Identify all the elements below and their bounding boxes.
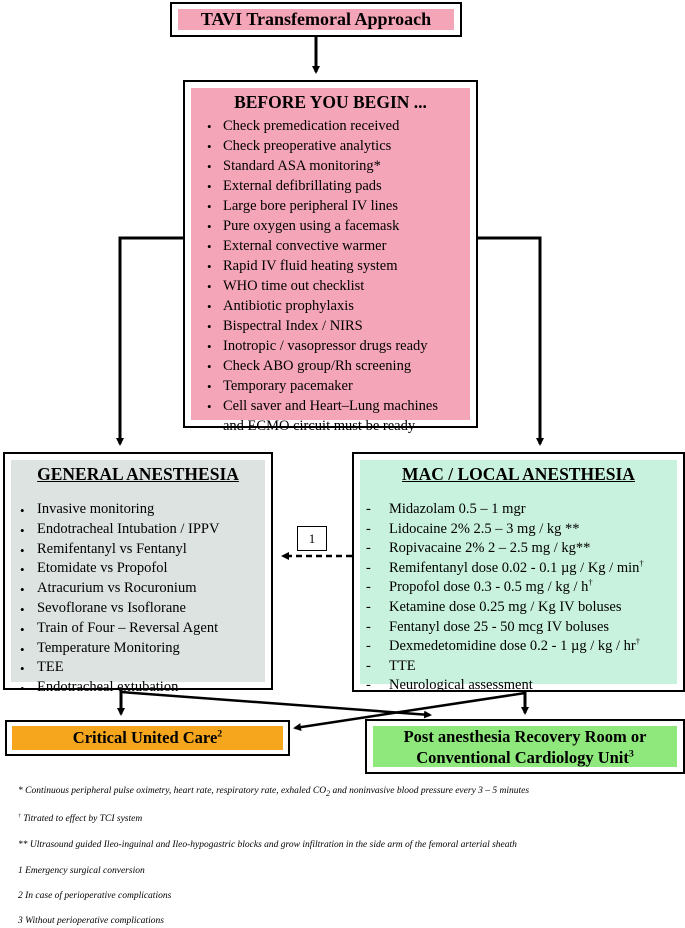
checklist-item: Check ABO group/Rh screening bbox=[203, 356, 438, 377]
checklist-item: Check preoperative analytics bbox=[203, 136, 438, 157]
critical-care-text: Critical United Care bbox=[72, 728, 218, 747]
conversion-label-box: 1 bbox=[297, 526, 327, 551]
before-you-begin-list: Check premedication receivedCheck preope… bbox=[203, 116, 438, 436]
footnote-asterisk-text: * Continuous peripheral pulse oximetry, … bbox=[18, 786, 327, 796]
footnote-asterisk-sub: 2 bbox=[326, 788, 331, 798]
checklist-item: Inotropic / vasopressor drugs ready bbox=[203, 336, 438, 357]
footnote-double-asterisk: ** Ultrasound guided Ileo-inguinal and I… bbox=[18, 840, 517, 850]
checklist-item: Large bore peripheral IV lines bbox=[203, 196, 438, 217]
footnote-asterisk-tail: and noninvasive blood pressure every 3 –… bbox=[330, 786, 530, 796]
general-anesthesia-item: Endotracheal extubation bbox=[17, 678, 219, 699]
checklist-item: Temporary pacemaker bbox=[203, 376, 438, 397]
general-anesthesia-item: TEE bbox=[17, 658, 219, 679]
mac-anesthesia-box: MAC / LOCAL ANESTHESIA Midazolam 0.5 – 1… bbox=[352, 452, 685, 696]
checklist-item: Standard ASA monitoring* bbox=[203, 156, 438, 177]
recovery-room-box: Post anesthesia Recovery Room or Convent… bbox=[365, 719, 685, 774]
general-anesthesia-item: Endotracheal Intubation / IPPV bbox=[17, 520, 219, 541]
footnote-asterisk: * Continuous peripheral pulse oximetry, … bbox=[18, 786, 529, 798]
mac-anesthesia-heading: MAC / LOCAL ANESTHESIA bbox=[402, 464, 635, 484]
checklist-item: Bispectral Index / NIRS bbox=[203, 316, 438, 337]
before-you-begin-fill: BEFORE YOU BEGIN ... Check premedication… bbox=[191, 88, 470, 434]
general-anesthesia-item: Remifentanyl vs Fentanyl bbox=[17, 540, 219, 561]
mac-anesthesia-item-sup: † bbox=[588, 577, 593, 588]
recovery-room-fill: Post anesthesia Recovery Room or Convent… bbox=[373, 726, 677, 767]
mac-anesthesia-item: TTE bbox=[364, 657, 644, 677]
arrow-begin-to-mac bbox=[478, 236, 544, 446]
general-anesthesia-item: Etomidate vs Propofol bbox=[17, 559, 219, 580]
recovery-sup: 3 bbox=[628, 748, 634, 759]
mac-anesthesia-item: Lidocaine 2% 2.5 – 3 mg / kg ** bbox=[364, 520, 644, 540]
checklist-item: Pure oxygen using a facemask bbox=[203, 216, 438, 237]
checklist-item: Cell saver and Heart–Lung machines bbox=[203, 396, 438, 417]
checklist-item: Check premedication received bbox=[203, 116, 438, 137]
mac-anesthesia-item-text: Propofol dose 0.3 - 0.5 mg / kg / h bbox=[389, 579, 589, 596]
mac-anesthesia-item-text: Midazolam 0.5 – 1 mgr bbox=[389, 501, 526, 517]
general-anesthesia-fill: GENERAL ANESTHESIA Invasive monitoringEn… bbox=[11, 460, 265, 699]
mac-anesthesia-item-sup: † bbox=[635, 636, 641, 647]
diagram-title: TAVI Transfemoral Approach bbox=[200, 9, 432, 29]
checklist-item: Antibiotic prophylaxis bbox=[203, 296, 438, 317]
mac-anesthesia-item-text: Fentanyl dose 25 - 50 mcg IV boluses bbox=[389, 618, 610, 635]
mac-anesthesia-item-text: Ketamine dose 0.25 mg / Kg IV boluses bbox=[389, 598, 622, 615]
mac-anesthesia-fill: MAC / LOCAL ANESTHESIA Midazolam 0.5 – 1… bbox=[360, 460, 677, 696]
mac-anesthesia-item-text: Ropivacaine 2% 2 – 2.5 mg / kg** bbox=[389, 540, 591, 557]
checklist-item: and ECMO circuit must be ready bbox=[223, 418, 416, 434]
arrow-mac-to-critical bbox=[293, 691, 526, 732]
general-anesthesia-heading: GENERAL ANESTHESIA bbox=[37, 464, 239, 484]
arrow-begin-to-general bbox=[116, 236, 183, 446]
footnote-dagger: † Titrated to effect by TCI system bbox=[18, 812, 143, 824]
checklist-item: WHO time out checklist bbox=[203, 276, 438, 297]
general-anesthesia-item: Invasive monitoring bbox=[17, 500, 219, 521]
general-anesthesia-box: GENERAL ANESTHESIA Invasive monitoringEn… bbox=[3, 452, 273, 699]
title-fill: TAVI Transfemoral Approach bbox=[178, 9, 454, 30]
checklist-item: Rapid IV fluid heating system bbox=[203, 256, 438, 277]
recovery-line-2-wrap: Conventional Cardiology Unit3 bbox=[416, 747, 634, 768]
general-anesthesia-item: Atracurium vs Rocuronium bbox=[17, 579, 219, 600]
before-you-begin-box: BEFORE YOU BEGIN ... Check premedication… bbox=[183, 80, 478, 434]
mac-anesthesia-item: Neurological assessment bbox=[364, 676, 644, 696]
mac-anesthesia-item-text: Dexmedetomidine dose 0.2 - 1 µg / kg / h… bbox=[389, 638, 636, 655]
mac-anesthesia-item-text: Remifentanyl dose 0.02 - 0.1 µg / Kg / m… bbox=[389, 559, 640, 576]
footnote-2: 2 In case of perioperative complications bbox=[18, 891, 172, 901]
critical-care-box: Critical United Care2 bbox=[5, 720, 290, 756]
footnote-dagger-symbol: † bbox=[18, 812, 21, 819]
recovery-line-2: Conventional Cardiology Unit bbox=[416, 747, 629, 767]
mac-anesthesia-item: Fentanyl dose 25 - 50 mcg IV boluses bbox=[364, 618, 644, 638]
mac-anesthesia-item: Ketamine dose 0.25 mg / Kg IV boluses bbox=[364, 598, 644, 618]
mac-anesthesia-item-text: Lidocaine 2% 2.5 – 3 mg / kg ** bbox=[389, 520, 580, 537]
mac-anesthesia-item: Midazolam 0.5 – 1 mgr bbox=[364, 500, 644, 520]
mac-anesthesia-item: Ropivacaine 2% 2 – 2.5 mg / kg** bbox=[364, 539, 644, 559]
mac-anesthesia-list: Midazolam 0.5 – 1 mgrLidocaine 2% 2.5 – … bbox=[364, 500, 644, 696]
mac-anesthesia-item: Propofol dose 0.3 - 0.5 mg / kg / h† bbox=[364, 578, 644, 598]
general-anesthesia-item: Sevoflorane vs Isoflorane bbox=[17, 599, 219, 620]
mac-anesthesia-item-text: TTE bbox=[389, 657, 416, 674]
critical-care-sup: 2 bbox=[217, 728, 223, 740]
general-anesthesia-item: Train of Four – Reversal Agent bbox=[17, 619, 219, 640]
recovery-line-1: Post anesthesia Recovery Room or bbox=[403, 726, 647, 746]
mac-anesthesia-item-text: Neurological assessment bbox=[389, 677, 533, 694]
general-anesthesia-list: Invasive monitoringEndotracheal Intubati… bbox=[17, 500, 219, 699]
mac-anesthesia-item-sup: † bbox=[639, 557, 644, 568]
footnote-dagger-text: Titrated to effect by TCI system bbox=[20, 814, 143, 824]
critical-care-label: Critical United Care2 bbox=[73, 728, 222, 748]
checklist-item: External defibrillating pads bbox=[203, 176, 438, 197]
footnote-1: 1 Emergency surgical conversion bbox=[18, 866, 145, 876]
general-anesthesia-item: Temperature Monitoring bbox=[17, 639, 219, 660]
critical-care-fill: Critical United Care2 bbox=[12, 726, 283, 750]
checklist-item: External convective warmer bbox=[203, 236, 438, 257]
footnote-3: 3 Without perioperative complications bbox=[18, 916, 164, 926]
mac-anesthesia-item: Dexmedetomidine dose 0.2 - 1 µg / kg / h… bbox=[364, 637, 644, 657]
mac-anesthesia-item: Remifentanyl dose 0.02 - 0.1 µg / Kg / m… bbox=[364, 559, 644, 579]
title-box: TAVI Transfemoral Approach bbox=[170, 2, 462, 37]
before-you-begin-heading: BEFORE YOU BEGIN ... bbox=[234, 92, 427, 112]
